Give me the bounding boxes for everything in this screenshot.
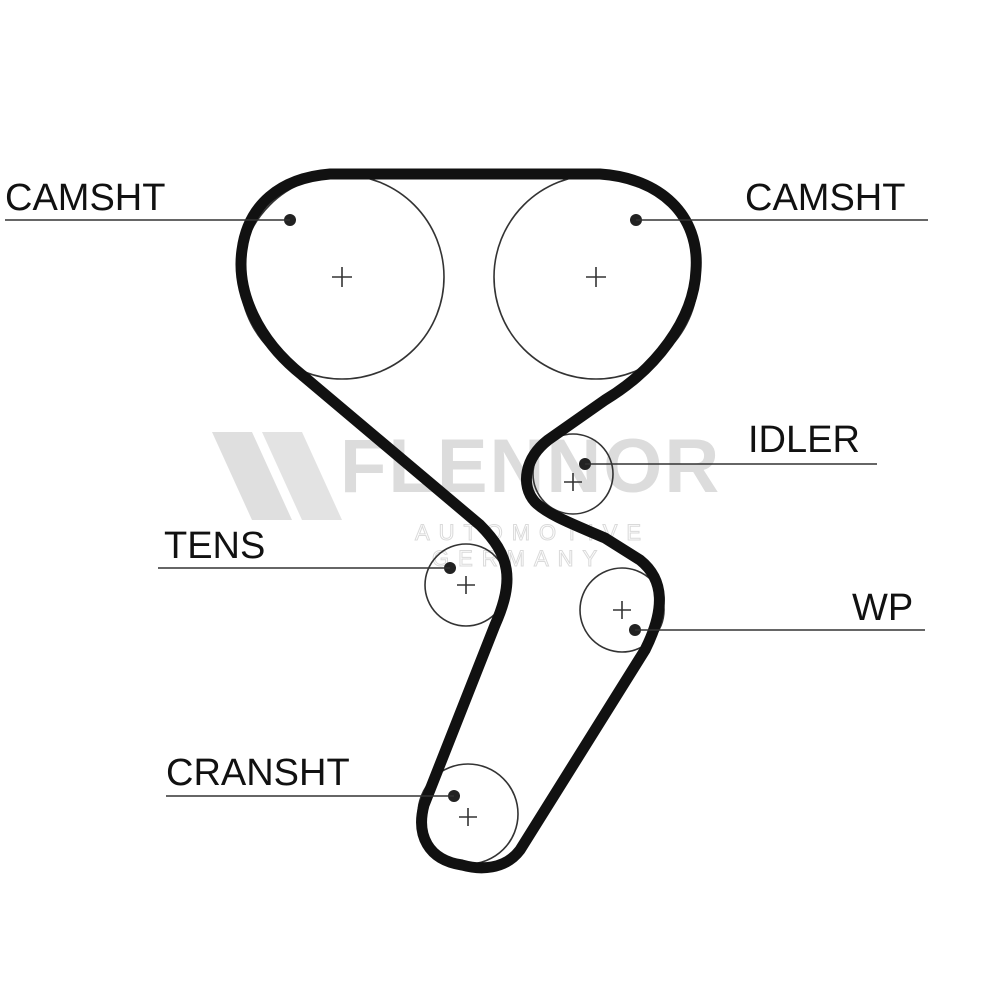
label-camshaft-right: CAMSHT (745, 177, 905, 219)
watermark: FLENNOR AUTOMOTIVE GERMANY (212, 424, 719, 572)
label-crankshaft: CRANSHT (166, 752, 350, 794)
label-idler: IDLER (748, 419, 860, 461)
label-camshaft-left: CAMSHT (5, 177, 165, 219)
timing-belt (235, 168, 702, 874)
watermark-logo-stripe (212, 432, 292, 520)
watermark-logo-stripe (262, 432, 342, 520)
label-tensioner: TENS (164, 525, 265, 567)
watermark-line2: GERMANY (432, 546, 606, 571)
label-water-pump: WP (852, 587, 913, 629)
pulley-idler (532, 433, 614, 515)
